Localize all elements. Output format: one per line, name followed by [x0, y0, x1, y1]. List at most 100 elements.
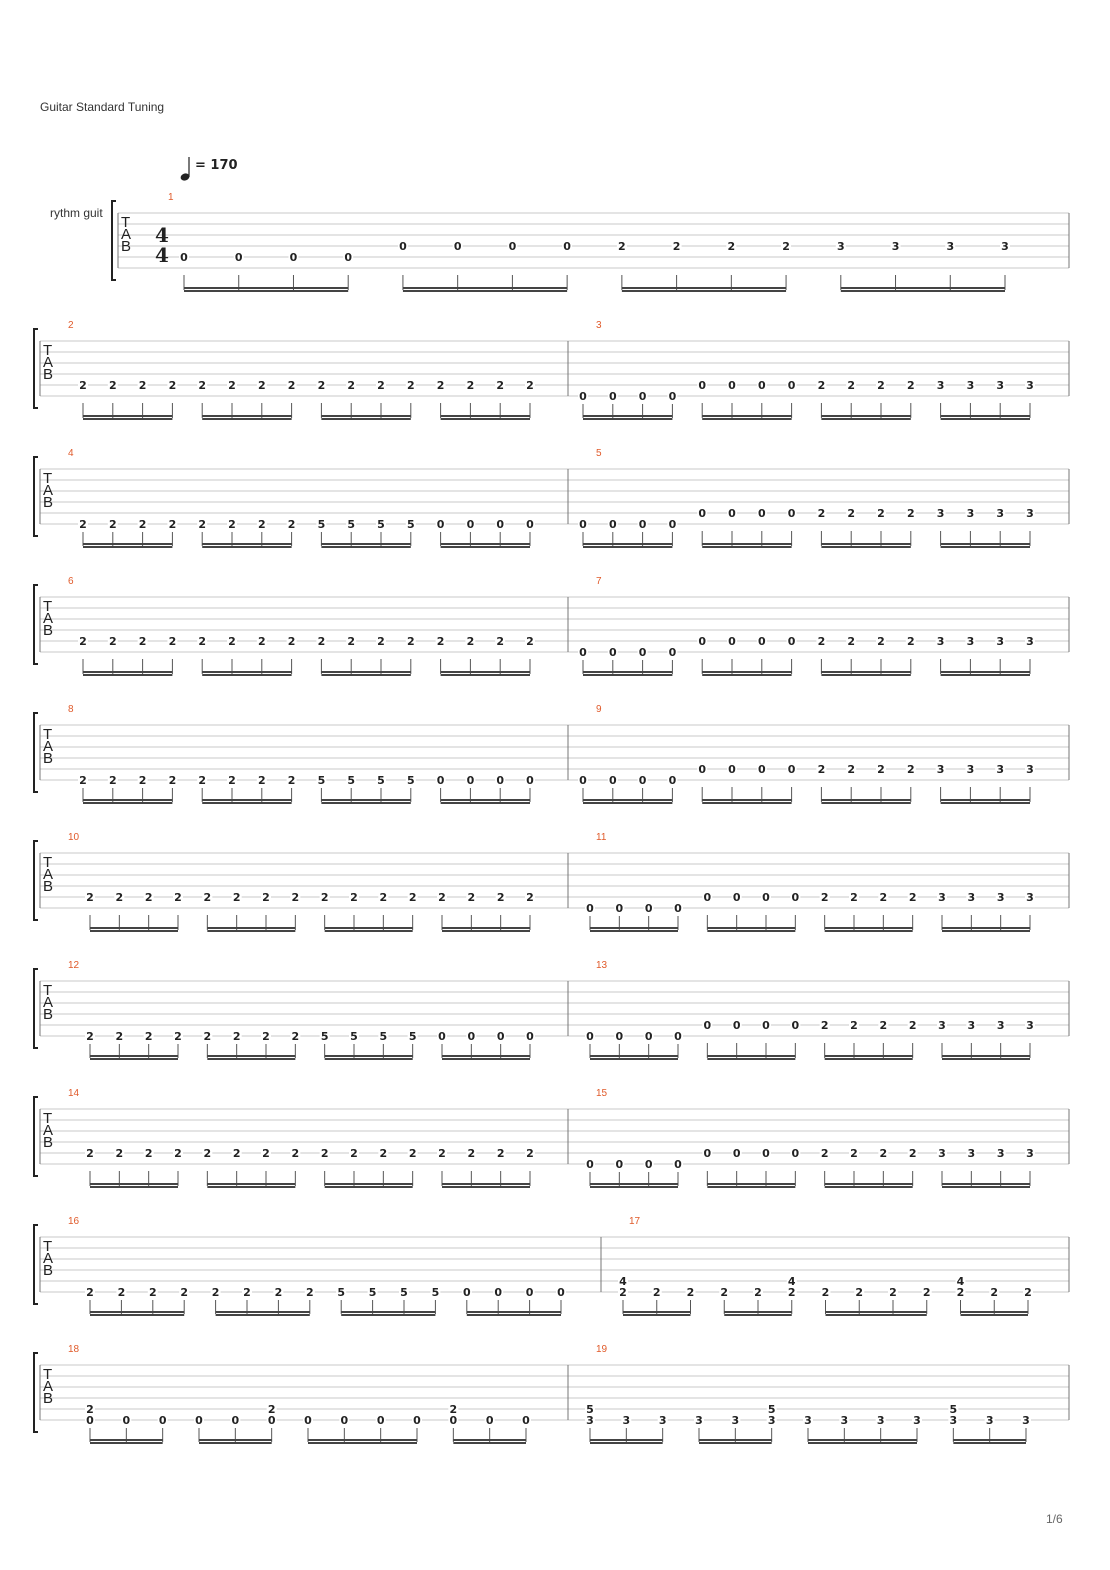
- fret-number: 2: [350, 891, 358, 904]
- beam: [702, 674, 792, 676]
- beam: [702, 799, 792, 801]
- fret-number: 2: [754, 1286, 762, 1299]
- fret-bg: [846, 763, 857, 775]
- fret-number: 2: [233, 891, 241, 904]
- fret-number: 2: [728, 240, 736, 253]
- fret-bg: [995, 379, 1006, 391]
- fret-bg: [890, 240, 901, 252]
- beam: [83, 671, 173, 673]
- fret-bg: [448, 1403, 459, 1415]
- beam: [940, 546, 1030, 548]
- measure-number: 6: [68, 576, 74, 587]
- beam: [824, 930, 913, 932]
- fret-bg: [875, 1414, 886, 1426]
- fret-bg: [466, 891, 477, 903]
- fret-bg: [995, 1019, 1006, 1031]
- fret-bg: [816, 507, 827, 519]
- page-number: 1/6: [1046, 1512, 1063, 1526]
- fret-bg: [945, 240, 956, 252]
- fret-bg: [702, 891, 713, 903]
- fret-number: 2: [821, 891, 829, 904]
- fret-bg: [907, 1147, 918, 1159]
- beam: [184, 290, 349, 292]
- measure-number: 13: [596, 960, 608, 971]
- fret-bg: [197, 635, 208, 647]
- beam: [402, 290, 568, 292]
- measure-number: 12: [68, 960, 80, 971]
- fret-number: 2: [880, 1019, 888, 1032]
- fret-bg: [766, 1414, 777, 1426]
- fret-bg: [876, 507, 886, 519]
- fret-number: 2: [145, 1030, 153, 1043]
- fret-bg: [854, 1286, 865, 1298]
- measure-number: 18: [68, 1344, 80, 1355]
- fret-number: 2: [268, 1403, 276, 1416]
- beam: [699, 1442, 772, 1444]
- tab-clef-letter: B: [43, 622, 53, 639]
- fret-bg: [407, 1147, 418, 1159]
- fret-number: 2: [109, 379, 117, 392]
- fret-number: 0: [586, 1158, 594, 1171]
- fret-number: 4: [957, 1275, 965, 1288]
- fret-number: 2: [262, 1030, 270, 1043]
- beam: [940, 415, 1030, 417]
- fret-bg: [525, 518, 535, 530]
- beam: [207, 1186, 296, 1188]
- fret-bg: [585, 1414, 595, 1426]
- fret-number: 2: [847, 507, 855, 520]
- beam: [440, 543, 530, 545]
- fret-number: 2: [139, 379, 147, 392]
- fret-bg: [948, 1414, 959, 1426]
- fret-bg: [937, 1019, 947, 1031]
- beam: [207, 1183, 296, 1185]
- fret-bg: [261, 1030, 271, 1042]
- tab-clef-letter: T: [43, 854, 52, 871]
- fret-bg: [995, 507, 1006, 519]
- beam: [440, 418, 530, 420]
- fret-bg: [286, 518, 297, 530]
- fret-number: 0: [497, 1030, 505, 1043]
- fret-number: 0: [609, 390, 617, 403]
- fret-bg: [727, 379, 737, 391]
- fret-number: 3: [997, 1019, 1005, 1032]
- fret-number: 2: [350, 1147, 358, 1160]
- fret-number: 2: [288, 379, 296, 392]
- fret-bg: [521, 1414, 531, 1426]
- fret-number: 0: [526, 1286, 534, 1299]
- fret-number: 2: [409, 1147, 417, 1160]
- fret-bg: [524, 1286, 535, 1298]
- fret-bg: [667, 646, 678, 658]
- measure-number: 16: [68, 1216, 80, 1227]
- fret-number: 5: [377, 518, 385, 531]
- fret-number: 2: [909, 1147, 917, 1160]
- tab-clef-letter: T: [43, 1110, 52, 1127]
- fret-bg: [876, 763, 886, 775]
- fret-number: 2: [909, 891, 917, 904]
- system-bracket: [33, 712, 38, 793]
- fret-number: 3: [937, 379, 945, 392]
- fret-bg: [202, 1030, 213, 1042]
- fret-bg: [233, 251, 244, 263]
- fret-number: 2: [145, 891, 153, 904]
- fret-number: 3: [938, 1147, 946, 1160]
- fret-bg: [346, 774, 357, 786]
- fret-number: 2: [497, 1147, 505, 1160]
- beam: [442, 1055, 530, 1057]
- fret-number: 5: [347, 774, 355, 787]
- fret-number: 2: [619, 1286, 627, 1299]
- fret-number: 2: [228, 635, 236, 648]
- fret-bg: [231, 891, 242, 903]
- fret-bg: [525, 379, 535, 391]
- fret-number: 2: [818, 763, 826, 776]
- fret-number: 5: [369, 1286, 377, 1299]
- fret-bg: [614, 902, 625, 914]
- fret-bg: [816, 635, 827, 647]
- fret-bg: [121, 1414, 132, 1426]
- fret-number: 2: [198, 379, 206, 392]
- fret-number: 2: [288, 635, 296, 648]
- fret-number: 0: [728, 763, 736, 776]
- beam: [960, 1314, 1028, 1316]
- measure-number: 10: [68, 832, 80, 843]
- tab-clef-letter: T: [43, 342, 52, 359]
- tab-clef-letter: B: [43, 878, 53, 895]
